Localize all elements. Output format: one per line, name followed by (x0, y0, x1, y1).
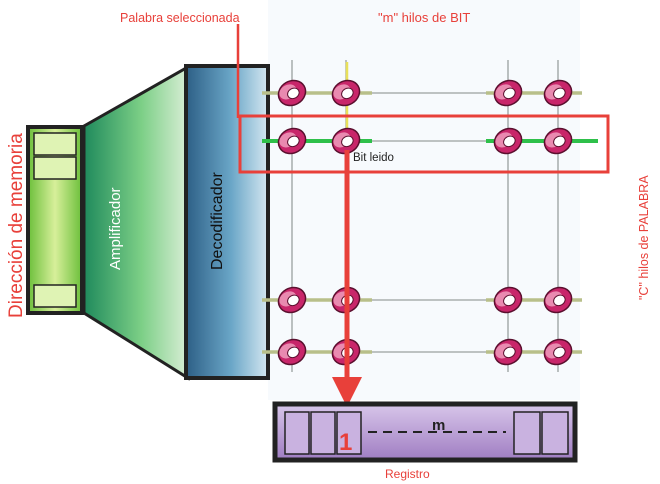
ferrite-core-icon (493, 79, 523, 107)
word-wires-label: "C" hilos de PALABRA (637, 175, 651, 300)
decoder-block (184, 64, 270, 380)
memory-address-register (26, 125, 84, 315)
ferrite-core-icon (543, 79, 573, 107)
register-width-label: m (432, 417, 445, 434)
bit-value: 1 (339, 429, 352, 456)
core-matrix (277, 79, 573, 366)
bit-wires-label: "m" hilos de BIT (378, 10, 470, 25)
word-wire-gaps (372, 92, 486, 353)
output-register (272, 401, 578, 463)
register-label: Registro (385, 467, 430, 481)
ferrite-core-icon (331, 79, 361, 107)
selected-word-label: Palabra seleccionada (120, 11, 240, 25)
ferrite-core-icon (493, 286, 523, 314)
ferrite-core-icon (331, 127, 361, 155)
bit-read-label: Bit leido (353, 152, 394, 164)
ferrite-core-icon (277, 286, 307, 314)
ferrite-core-icon (543, 127, 573, 155)
ferrite-core-icon (277, 127, 307, 155)
ferrite-core-icon (277, 338, 307, 366)
selected-word-box (238, 114, 610, 174)
ferrite-core-icon (493, 127, 523, 155)
amplifier-label: Amplificador (107, 187, 124, 270)
ferrite-core-icon (277, 79, 307, 107)
memory-address-label: Dirección de memoria (6, 133, 27, 318)
ferrite-core-icon (543, 338, 573, 366)
ferrite-core-icon (543, 286, 573, 314)
decoder-label: Decodificador (209, 172, 226, 271)
matrix-background (268, 0, 580, 400)
amplifier-block (82, 64, 190, 381)
ferrite-core-icon (493, 338, 523, 366)
